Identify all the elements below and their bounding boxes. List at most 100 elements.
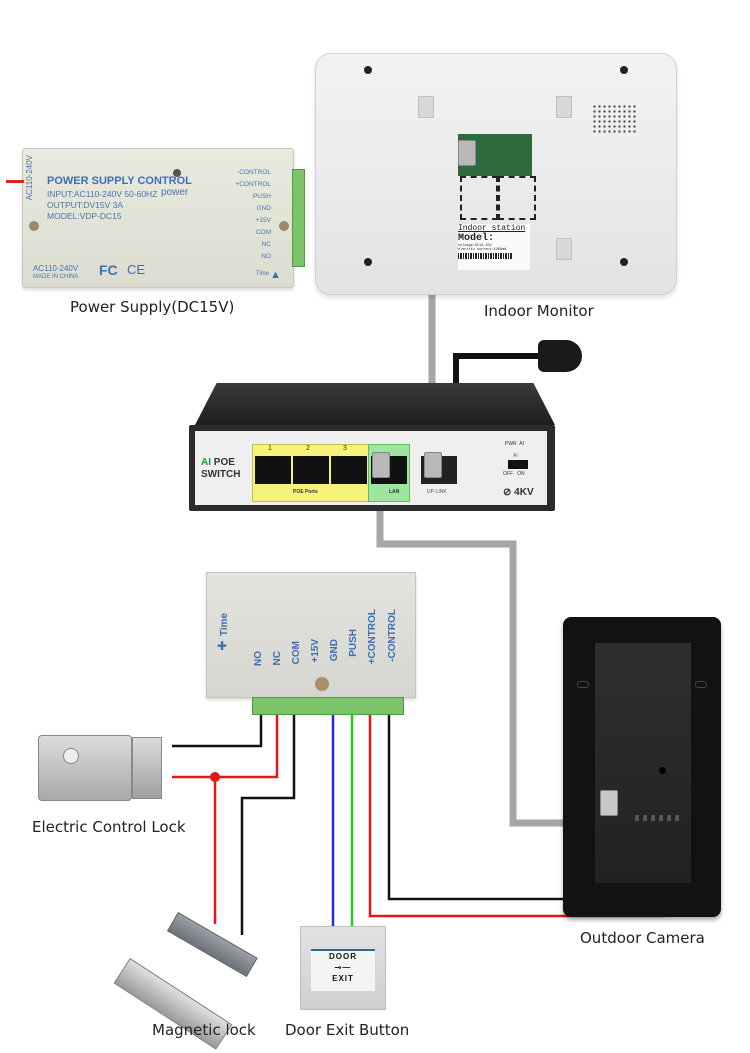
ctrl-terminal-label: +15V <box>310 639 321 663</box>
poe-port-1 <box>255 456 291 484</box>
camera-mount-hole <box>577 681 589 688</box>
ce-mark: CE <box>127 262 146 277</box>
power-supply-unit: AC110-240V POWER SUPPLY CONTROL INPUT:AC… <box>22 148 305 288</box>
monitor-screw <box>620 66 628 74</box>
lan-label: LAN <box>389 489 400 495</box>
power-supply-caption: Power Supply(DC15V) <box>70 298 235 316</box>
psu-time-label: Time <box>255 271 269 277</box>
ai-led-label: AI <box>519 441 524 447</box>
electric-lock-strike <box>132 737 162 799</box>
switch-top <box>195 383 555 425</box>
switch-off-on: OFF ON <box>503 471 525 477</box>
port-number: 3 <box>343 445 347 452</box>
psu-terminal: PUSH <box>252 193 271 200</box>
psu-power-word: power <box>161 187 189 198</box>
camera-back-panel <box>595 643 691 883</box>
indoor-monitor-caption: Indoor Monitor <box>484 302 594 320</box>
psu-input: INPUT:AC110-240V 50-60HZ <box>47 189 158 199</box>
psu-screw <box>173 169 181 177</box>
psu-specs: INPUT:AC110-240V 50-60HZ OUTPUT:DV15V 3A… <box>47 189 157 222</box>
psu-voltage: AC110-240V <box>33 264 79 273</box>
mount-slot <box>556 238 572 260</box>
brand-switch: SWITCH <box>201 469 241 480</box>
rj45-plug-uplink <box>424 452 442 478</box>
ctrl-screw <box>315 677 329 691</box>
brand-ai: AI <box>201 457 211 468</box>
outdoor-camera-caption: Outdoor Camera <box>580 929 705 947</box>
electric-lock-caption: Electric Control Lock <box>32 818 186 836</box>
psu-side-label: AC110-240V <box>25 155 34 201</box>
sticker-model: Model: <box>458 233 495 244</box>
key-icon: ⊸— <box>334 963 352 972</box>
uplink-label: UP-LINK <box>427 489 447 495</box>
switch-brand: AI POE SWITCH <box>201 457 240 481</box>
poe-port-2 <box>293 456 329 484</box>
outdoor-camera <box>563 617 721 917</box>
wire-nc-lock <box>172 712 279 779</box>
psu-terminal: COM <box>255 229 271 236</box>
knockout-box <box>460 176 498 220</box>
psu-screw <box>29 221 39 231</box>
time-adjust-icon: ✚ <box>217 639 228 653</box>
magnetic-lock-caption: Magnetic lock <box>152 1021 256 1039</box>
ctrl-terminal-label: NO <box>253 651 264 666</box>
indoor-monitor: Indoor station Model: voltage:DC12-15V e… <box>315 53 677 295</box>
power-control-box: Time ✚ NO NC COM +15V GND PUSH +CONTROL … <box>206 572 416 698</box>
monitor-screw <box>364 66 372 74</box>
sticker-line2: electric current:1200mA <box>458 248 507 252</box>
ctrl-terminal-block <box>252 697 404 715</box>
surge-value: 4KV <box>514 487 534 498</box>
rj45-plug-monitor <box>458 140 476 166</box>
monitor-sticker: Indoor station Model: voltage:DC12-15V e… <box>458 224 530 270</box>
psu-terminal: GND <box>256 205 271 212</box>
surge-icon: ⊘ <box>503 487 512 498</box>
port-number: 2 <box>306 445 310 452</box>
mount-slot <box>418 96 434 118</box>
psu-terminal-labels: -CONTROL +CONTROL PUSH GND +15V COM NC N… <box>235 167 271 263</box>
exit-button-face[interactable]: DOOR ⊸— EXIT <box>311 949 375 991</box>
psu-screw <box>279 221 289 231</box>
surge-rating: ⊘ 4KV <box>503 487 534 498</box>
electric-lock <box>38 735 132 801</box>
ctrl-terminal-label: GND <box>329 639 340 662</box>
poe-port-3 <box>331 456 367 484</box>
sticker-title: Indoor station <box>458 224 526 233</box>
exit-text-exit: EXIT <box>332 974 354 983</box>
off-label: OFF <box>503 471 513 477</box>
power-plug-icon <box>538 340 582 372</box>
wire-com-maglock <box>240 712 296 935</box>
sticker-line1: voltage:DC12-15V <box>458 244 492 248</box>
psu-terminal: NO <box>261 253 271 260</box>
psu-terminal: +CONTROL <box>235 181 271 188</box>
wire-no-lock <box>172 712 263 748</box>
psu-terminal: -CONTROL <box>237 169 271 176</box>
psu-output: OUTPUT:DV15V 3A <box>47 200 124 210</box>
psu-terminal: +15V <box>255 217 271 224</box>
ctrl-terminal-label: +CONTROL <box>367 609 378 665</box>
switch-faceplate: AI POE SWITCH 1 2 3 POE Ports LAN UP-LIN… <box>195 431 547 505</box>
ctrl-terminal-label: PUSH <box>348 629 359 657</box>
rj45-plug-camera <box>600 790 618 816</box>
psu-bottom-label: AC110-240V MADE IN CHINA <box>33 265 78 281</box>
lock-keyhole-icon <box>63 748 79 764</box>
camera-terminal-pins <box>635 815 679 821</box>
power-cord-wire <box>453 353 540 383</box>
psu-heading: POWER SUPPLY CONTROL <box>47 175 192 187</box>
ctrl-terminal-label: -CONTROL <box>387 609 398 662</box>
junction-dot <box>210 772 220 782</box>
speaker-grille-icon <box>592 104 638 134</box>
psu-terminal: NC <box>261 241 271 248</box>
pwr-led-label: PWR <box>505 441 517 447</box>
ctrl-terminal-label: NC <box>272 651 283 666</box>
psu-model: MODEL:VDP-DC15 <box>47 211 122 221</box>
psu-mains-lead <box>6 180 24 183</box>
time-adjust-icon: ▲ <box>270 269 281 281</box>
exit-text-door: DOOR <box>329 952 357 961</box>
fc-mark: FC <box>99 262 118 278</box>
ctrl-terminal-label: COM <box>291 641 302 665</box>
ai-dip-switch[interactable] <box>508 460 528 469</box>
ctrl-time-label: Time <box>219 613 230 637</box>
camera-mount-hole <box>695 681 707 688</box>
psu-terminal-block <box>292 169 305 267</box>
network-cable-camera <box>376 462 614 827</box>
